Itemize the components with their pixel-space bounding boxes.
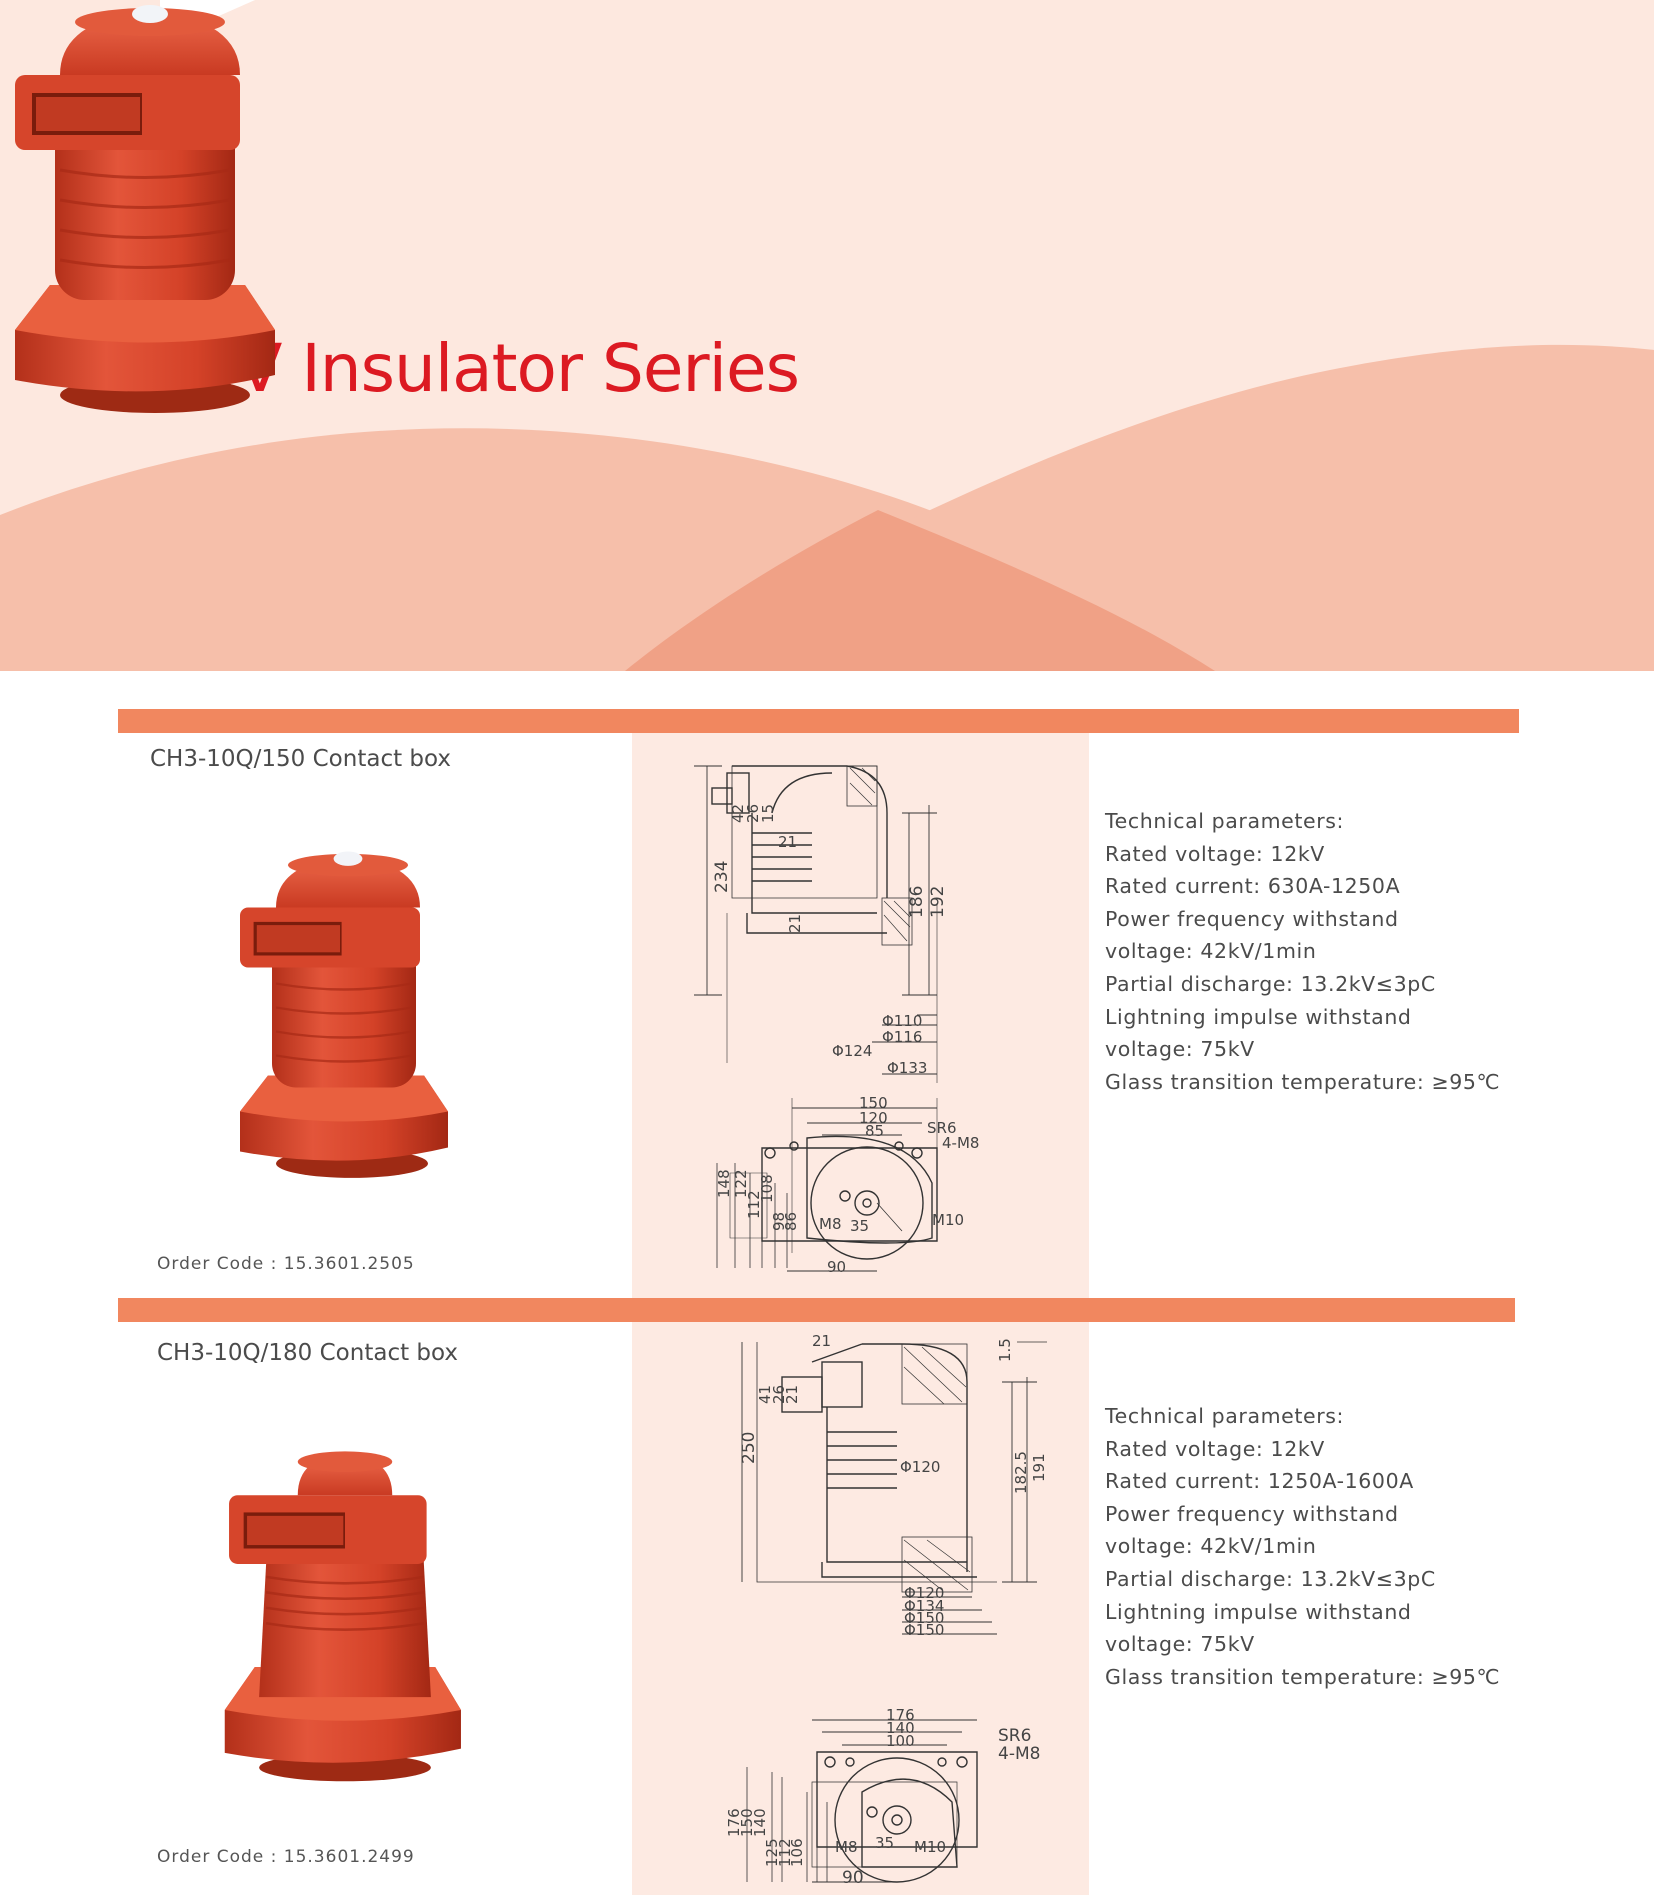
dim-label: 176 [886, 1706, 915, 1724]
technical-drawing: 42 26 15 21 234 21 186 192 Φ110 Φ116 Φ12… [694, 765, 979, 1276]
dim-label: 122 [732, 1169, 750, 1198]
technical-drawing: 21 1.5 41 26 21 250 Φ120 182.5 191 Φ120 … [725, 1332, 1048, 1888]
dim-label: 98 [770, 1212, 788, 1231]
dim-label: Φ116 [882, 1028, 922, 1046]
dim-label: 26 [744, 804, 762, 823]
dim-label: Φ150 [904, 1621, 944, 1639]
param-item: Power frequency withstand [1105, 1501, 1399, 1526]
dim-label: Φ110 [882, 1012, 922, 1030]
dim-label: 234 [712, 861, 732, 893]
param-item: Lightning impulse withstand [1105, 1599, 1412, 1624]
dim-label: 120 [859, 1109, 888, 1127]
param-item: voltage: 42kV/1min [1105, 939, 1317, 964]
dim-label: 85 [865, 1122, 884, 1140]
dim-label: 150 [859, 1094, 888, 1112]
dim-label: 192 [928, 886, 948, 918]
dim-label: 176 [725, 1808, 743, 1837]
params-heading: Technical parameters: [1105, 1404, 1345, 1428]
dim-label: 112 [776, 1838, 794, 1867]
dim-label: Φ124 [832, 1042, 872, 1060]
banner-waves [0, 0, 1654, 671]
dim-label: 182.5 [1012, 1451, 1030, 1494]
dim-label: 15 [759, 804, 777, 823]
param-item: Lightning impulse withstand [1105, 1004, 1412, 1029]
product-photo [224, 1451, 461, 1782]
param-item: Rated voltage: 12kV [1105, 1436, 1325, 1461]
dim-label: M10 [914, 1838, 946, 1856]
dim-label: 35 [850, 1217, 869, 1235]
dim-label: 4-M8 [998, 1744, 1040, 1764]
dim-label: 90 [842, 1868, 864, 1888]
dim-label: 35 [875, 1834, 894, 1852]
order-code: Order Code : 15.3601.2505 [157, 1254, 415, 1274]
param-item: Glass transition temperature: ≥95℃ [1105, 1069, 1501, 1094]
drawing-panel [632, 733, 1089, 1298]
params-heading: Technical parameters: [1105, 809, 1345, 833]
dim-label: 125 [763, 1838, 781, 1867]
drawing-panel [632, 1322, 1089, 1895]
dim-label: 26 [770, 1385, 788, 1404]
dim-label: Φ134 [904, 1597, 944, 1615]
dim-label: 250 [739, 1432, 759, 1464]
param-item: Glass transition temperature: ≥95℃ [1105, 1664, 1501, 1689]
dim-label: 21 [778, 833, 797, 851]
product-photo [240, 851, 448, 1178]
dim-label: 112 [745, 1190, 763, 1219]
param-item: voltage: 75kV [1105, 1037, 1255, 1062]
dim-label: M8 [835, 1838, 858, 1856]
dim-label: 191 [1030, 1453, 1048, 1482]
dim-label: SR6 [998, 1726, 1031, 1746]
dim-label: 42 [729, 804, 747, 823]
dim-label: 148 [715, 1169, 733, 1198]
section-divider-bar [118, 709, 1519, 733]
header-banner: 12kV Insulator Series [0, 0, 1654, 671]
section-divider-bar [118, 1298, 1515, 1322]
dim-label: 140 [751, 1808, 769, 1837]
technical-parameters: Technical parameters: Rated voltage: 12k… [1105, 805, 1500, 1098]
dim-label: 186 [907, 886, 927, 918]
dim-label: 86 [782, 1212, 800, 1231]
param-item: voltage: 75kV [1105, 1632, 1255, 1657]
dim-label: M10 [932, 1211, 964, 1229]
dim-label: 21 [783, 1385, 801, 1404]
param-item: Partial discharge: 13.2kV≤3pC [1105, 1566, 1436, 1591]
dim-label: Φ120 [900, 1458, 940, 1476]
dim-label: M8 [819, 1215, 842, 1233]
dim-label: 21 [812, 1332, 831, 1350]
dim-label: 1.5 [996, 1338, 1014, 1362]
technical-parameters: Technical parameters: Rated voltage: 12k… [1105, 1400, 1500, 1693]
dim-label: 140 [886, 1719, 915, 1737]
param-item: Rated current: 630A-1250A [1105, 874, 1401, 899]
param-item: Rated voltage: 12kV [1105, 841, 1325, 866]
dim-label: Φ133 [887, 1059, 927, 1077]
param-item: Power frequency withstand [1105, 906, 1399, 931]
dim-label: 41 [756, 1385, 774, 1404]
hero-insulator-image [15, 5, 275, 413]
dim-label: Φ120 [904, 1584, 944, 1602]
dim-label: 100 [886, 1732, 915, 1750]
dim-label: 150 [738, 1808, 756, 1837]
param-item: Rated current: 1250A-1600A [1105, 1469, 1414, 1494]
param-item: Partial discharge: 13.2kV≤3pC [1105, 971, 1436, 996]
dim-label: 90 [827, 1258, 846, 1276]
product-name: CH3-10Q/150 Contact box [150, 746, 451, 772]
dim-label: 21 [786, 914, 804, 933]
product-name: CH3-10Q/180 Contact box [157, 1340, 458, 1366]
dim-label: 106 [788, 1838, 806, 1867]
param-item: voltage: 42kV/1min [1105, 1534, 1317, 1559]
dim-label: SR6 [927, 1119, 957, 1137]
dim-label: 4-M8 [942, 1134, 979, 1152]
dim-label: Φ150 [904, 1609, 944, 1627]
order-code: Order Code : 15.3601.2499 [157, 1847, 415, 1867]
dim-label: 108 [758, 1174, 776, 1203]
